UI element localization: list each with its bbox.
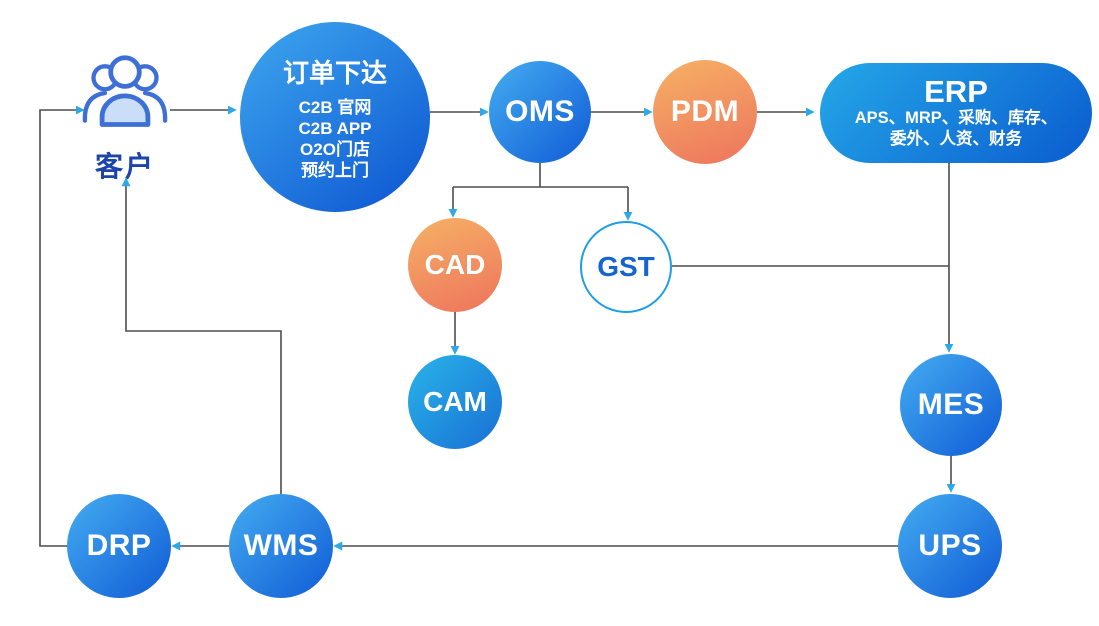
edge-wms-to-customer xyxy=(121,177,282,494)
node-ups: UPS xyxy=(898,494,1002,598)
order-title: 订单下达 xyxy=(282,58,387,88)
node-order-placement: 订单下达 C2B 官网 C2B APP O2O门店 预约上门 xyxy=(240,22,430,212)
order-channel-appointment: 预约上门 xyxy=(301,161,369,180)
node-gst: GST xyxy=(580,221,672,313)
customers-icon xyxy=(82,55,168,127)
customer-label: 客户 xyxy=(94,151,155,182)
order-channel-o2o-store: O2O门店 xyxy=(300,140,370,159)
edge-oms-branch xyxy=(453,163,628,188)
node-cam: CAM xyxy=(408,355,502,449)
node-oms: OMS xyxy=(489,61,591,163)
node-customer: 客户 xyxy=(75,52,175,185)
node-drp: DRP xyxy=(67,494,171,598)
node-wms: WMS xyxy=(229,494,333,598)
order-channel-c2b-web: C2B 官网 xyxy=(298,98,372,117)
node-cad: CAD xyxy=(408,218,502,312)
edge-drp-to-customer xyxy=(39,105,85,547)
erp-modules-line2: 委外、人资、财务 xyxy=(890,130,1022,148)
node-erp: ERP APS、MRP、采购、库存、 委外、人资、财务 xyxy=(820,63,1092,163)
node-pdm: PDM xyxy=(653,60,757,164)
node-mes: MES xyxy=(900,354,1002,456)
order-channel-c2b-app: C2B APP xyxy=(298,119,372,138)
erp-title: ERP xyxy=(924,74,988,109)
erp-modules-line1: APS、MRP、采购、库存、 xyxy=(854,109,1058,127)
